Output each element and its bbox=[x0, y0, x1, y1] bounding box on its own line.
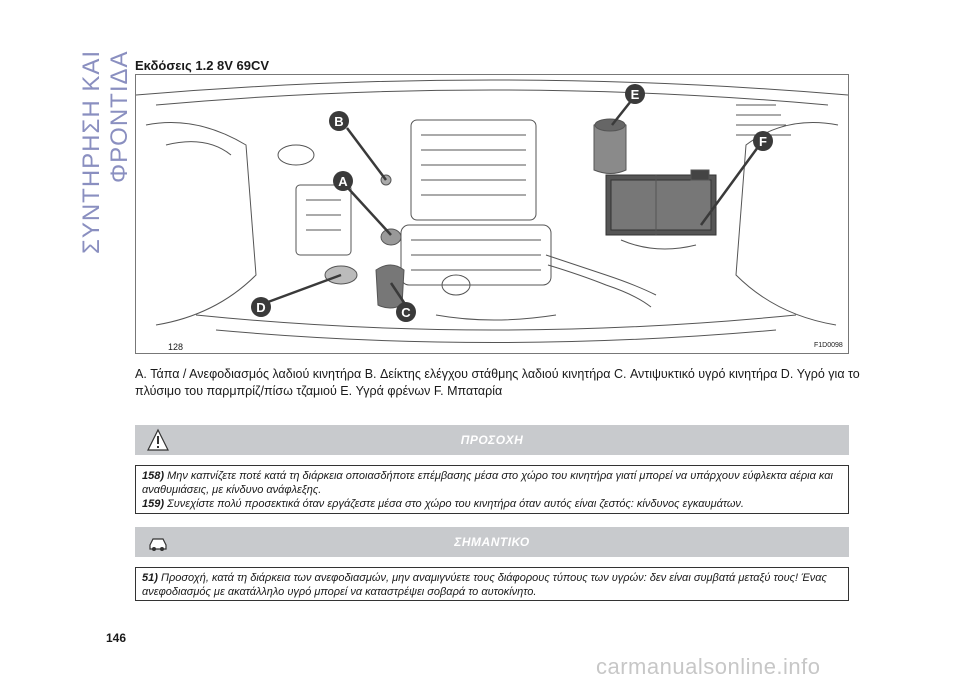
callout-label-E: E bbox=[631, 87, 640, 102]
callout-label-A: A bbox=[338, 174, 348, 189]
important-box: 51) Προσοχή, κατά τη διάρκεια των ανεφοδ… bbox=[135, 567, 849, 601]
warning-item-text: Μην καπνίζετε ποτέ κατά τη διάρκεια οποι… bbox=[142, 470, 833, 496]
warning-item-number: 158) bbox=[142, 470, 165, 482]
important-item-text: Προσοχή, κατά τη διάρκεια των ανεφοδιασμ… bbox=[142, 572, 827, 598]
important-heading: ΣΗΜΑΝΤΙΚΟ bbox=[454, 535, 530, 549]
warning-item: 158) Μην καπνίζετε ποτέ κατά τη διάρκεια… bbox=[142, 469, 842, 497]
warning-box: 158) Μην καπνίζετε ποτέ κατά τη διάρκεια… bbox=[135, 465, 849, 514]
callout-label-D: D bbox=[256, 300, 265, 315]
chapter-side-title: ΣΥΝΤΗΡΗΣΗ ΚΑΙ ΦΡΟΝΤΙΔΑ bbox=[78, 50, 133, 255]
warning-heading: ΠΡΟΣΟΧΗ bbox=[460, 433, 524, 447]
callout-B: B bbox=[329, 111, 349, 131]
figure-caption: A. Τάπα / Ανεφοδιασμός λαδιού κινητήρα B… bbox=[135, 367, 860, 398]
callout-D: D bbox=[251, 297, 271, 317]
callout-label-B: B bbox=[334, 114, 343, 129]
figure-number: 128 bbox=[168, 342, 184, 352]
car-icon bbox=[149, 538, 167, 551]
important-band: ΣΗΜΑΝΤΙΚΟ bbox=[135, 527, 849, 557]
callout-F: F bbox=[753, 131, 773, 151]
important-item-number: 51) bbox=[142, 572, 158, 584]
important-item: 51) Προσοχή, κατά τη διάρκεια των ανεφοδ… bbox=[142, 571, 842, 599]
callout-A: A bbox=[333, 171, 353, 191]
engine-illustration: B A C D E F bbox=[136, 79, 848, 343]
callout-C: C bbox=[396, 302, 416, 322]
warning-triangle-icon bbox=[147, 428, 169, 451]
callout-label-F: F bbox=[759, 134, 767, 149]
warning-item-text: Συνεχίστε πολύ προσεκτικά όταν εργάζεστε… bbox=[167, 498, 744, 510]
page-number: 146 bbox=[106, 631, 127, 645]
warning-band: ΠΡΟΣΟΧΗ bbox=[135, 425, 849, 455]
engine-bay-figure: B A C D E F bbox=[135, 74, 849, 354]
figure-code: F1D0098 bbox=[814, 342, 843, 349]
section-title: Εκδόσεις 1.2 8V 69CV bbox=[135, 58, 270, 73]
warning-item: 159) Συνεχίστε πολύ προσεκτικά όταν εργά… bbox=[142, 497, 842, 511]
watermark: carmanualsonline.info bbox=[596, 654, 821, 679]
callout-E: E bbox=[625, 84, 645, 104]
callout-label-C: C bbox=[401, 305, 411, 320]
warning-item-number: 159) bbox=[142, 498, 165, 510]
